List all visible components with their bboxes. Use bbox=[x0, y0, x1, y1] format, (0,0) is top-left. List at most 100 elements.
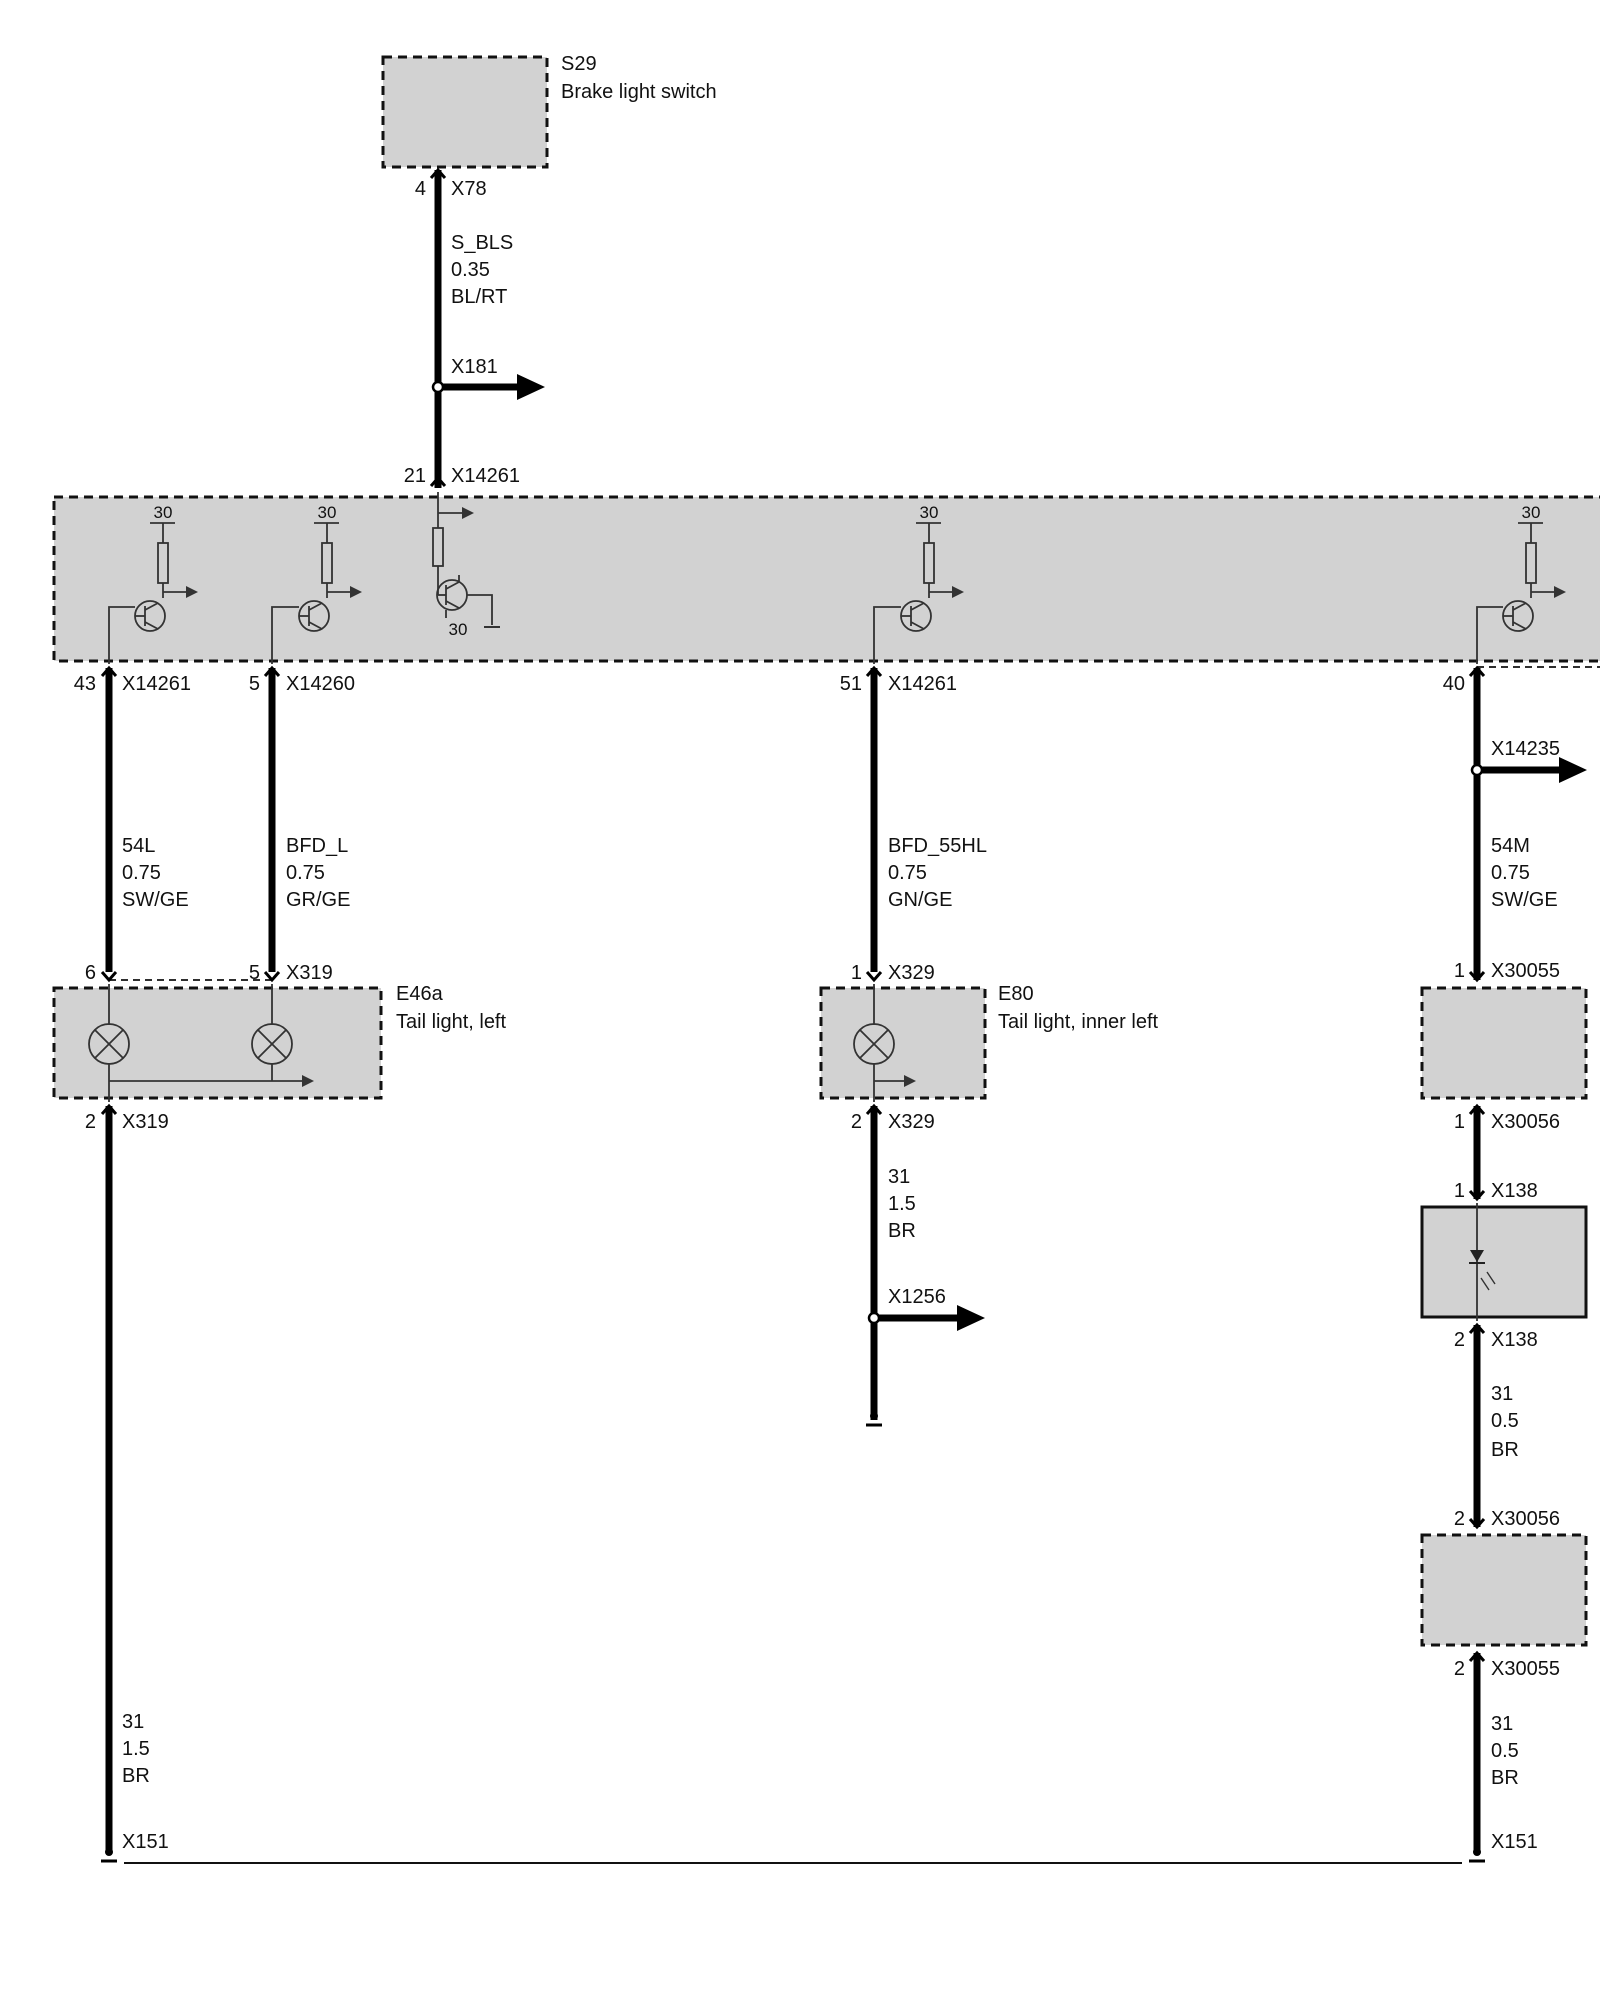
ground-label: 30 bbox=[449, 620, 468, 639]
e80-tail-light-box bbox=[819, 986, 987, 1100]
wire-label-31-center: 31 1.5 BR bbox=[888, 1166, 916, 1242]
wire-color: BL/RT bbox=[451, 286, 507, 308]
splice-x1256: X1256 bbox=[867, 1286, 985, 1331]
wire-color: BR bbox=[1491, 1767, 1519, 1789]
pin-number: 2 bbox=[851, 1111, 862, 1133]
wire-gauge: 0.5 bbox=[1491, 1740, 1519, 1762]
connector-label: X319 bbox=[286, 962, 333, 984]
ground-x151-left: X151 bbox=[101, 1831, 169, 1863]
pin-number: 40 bbox=[1443, 673, 1465, 695]
connector-label: X329 bbox=[888, 1111, 935, 1133]
pin-marks bbox=[100, 167, 1486, 1662]
wire-gauge: 1.5 bbox=[888, 1193, 916, 1215]
supply-label: 30 bbox=[1522, 503, 1541, 522]
supply-label: 30 bbox=[920, 503, 939, 522]
connector-label: X14260 bbox=[286, 673, 355, 695]
pin-number: 1 bbox=[1454, 960, 1465, 982]
bulb-icon bbox=[251, 1023, 293, 1065]
wire-color: BR bbox=[122, 1765, 150, 1787]
wire-signal: BFD_55HL bbox=[888, 835, 987, 857]
s29-switch-box bbox=[381, 55, 549, 169]
connector-label: X138 bbox=[1491, 1329, 1538, 1351]
wire-label-s-bls: S_BLS 0.35 BL/RT bbox=[451, 232, 513, 308]
pin-number: 6 bbox=[85, 962, 96, 984]
ground-x151-right: X151 bbox=[1469, 1831, 1538, 1863]
connector-label: X30055 bbox=[1491, 960, 1560, 982]
wire-color: SW/GE bbox=[122, 889, 189, 911]
ground-end-center bbox=[866, 1412, 882, 1427]
wire-label-54m: 54M 0.75 SW/GE bbox=[1491, 835, 1558, 911]
module-driver-4: 30 bbox=[1476, 503, 1566, 664]
wire-color: BR bbox=[1491, 1439, 1519, 1461]
wire-signal: S_BLS bbox=[451, 232, 513, 254]
wire-color: SW/GE bbox=[1491, 889, 1558, 911]
pin-number: 2 bbox=[1454, 1329, 1465, 1351]
control-module-box bbox=[52, 495, 1600, 663]
module-driver-3: 30 bbox=[873, 503, 964, 664]
pin-number: 21 bbox=[404, 465, 426, 487]
wire-label-31-right-lower: 31 0.5 BR bbox=[1491, 1713, 1519, 1789]
pin-number: 1 bbox=[851, 962, 862, 984]
wire-gauge: 0.5 bbox=[1491, 1410, 1519, 1432]
wire-color: GR/GE bbox=[286, 889, 350, 911]
e80-id: E80 bbox=[998, 983, 1034, 1005]
bulb-icon bbox=[853, 1023, 895, 1065]
module-driver-1: 30 bbox=[108, 503, 198, 664]
e46a-id: E46a bbox=[396, 983, 444, 1005]
wire-signal: BFD_L bbox=[286, 835, 348, 857]
pin-number: 2 bbox=[85, 1111, 96, 1133]
wire-color: BR bbox=[888, 1220, 916, 1242]
pin-number: 2 bbox=[1454, 1508, 1465, 1530]
wire-color: GN/GE bbox=[888, 889, 952, 911]
connector-label: X14261 bbox=[451, 465, 520, 487]
pin-number: 1 bbox=[1454, 1111, 1465, 1133]
wire-label-31-right-upper: 31 0.5 BR bbox=[1491, 1383, 1519, 1461]
pin-number: 4 bbox=[415, 178, 426, 200]
wire-signal: 54L bbox=[122, 835, 155, 857]
connector-label: X30055 bbox=[1491, 1658, 1560, 1680]
wire-label-bfd-l: BFD_L 0.75 GR/GE bbox=[286, 835, 350, 911]
e80-name: Tail light, inner left bbox=[998, 1011, 1159, 1033]
wire-gauge: 0.35 bbox=[451, 259, 490, 281]
connector-label: X329 bbox=[888, 962, 935, 984]
wire-label-bfd-55hl: BFD_55HL 0.75 GN/GE bbox=[888, 835, 987, 911]
connector-label: X78 bbox=[451, 178, 487, 200]
splice-x14235: X14235 bbox=[1470, 738, 1587, 783]
splice-label: X181 bbox=[451, 356, 498, 378]
pin-number: 5 bbox=[249, 962, 260, 984]
splice-x181: X181 bbox=[431, 356, 545, 400]
module-input-stage: 30 bbox=[432, 492, 500, 639]
wire-signal: 31 bbox=[122, 1711, 144, 1733]
wire-gauge: 0.75 bbox=[286, 862, 325, 884]
splice-label: X14235 bbox=[1491, 738, 1560, 760]
pin-number: 2 bbox=[1454, 1658, 1465, 1680]
wire-gauge: 0.75 bbox=[888, 862, 927, 884]
wire-signal: 31 bbox=[1491, 1713, 1513, 1735]
wire-gauge: 0.75 bbox=[122, 862, 161, 884]
module-driver-2: 30 bbox=[271, 503, 362, 664]
wire-signal: 31 bbox=[888, 1166, 910, 1188]
pin-number: 1 bbox=[1454, 1180, 1465, 1202]
pin-number: 5 bbox=[249, 673, 260, 695]
connector-label: X138 bbox=[1491, 1180, 1538, 1202]
wire-gauge: 1.5 bbox=[122, 1738, 150, 1760]
wire-label-31-left: 31 1.5 BR bbox=[122, 1711, 150, 1787]
wire-signal: 54M bbox=[1491, 835, 1530, 857]
connector-label: X14261 bbox=[888, 673, 957, 695]
connector-label: X319 bbox=[122, 1111, 169, 1133]
ground-label: X151 bbox=[122, 1831, 169, 1853]
wire-label-54l: 54L 0.75 SW/GE bbox=[122, 835, 189, 911]
led-light-box bbox=[1420, 1205, 1588, 1319]
pin-number: 43 bbox=[74, 673, 96, 695]
pin-number: 51 bbox=[840, 673, 862, 695]
supply-label: 30 bbox=[318, 503, 337, 522]
supply-label: 30 bbox=[154, 503, 173, 522]
e46a-internals bbox=[108, 984, 314, 1102]
connector-label: X14261 bbox=[122, 673, 191, 695]
s29-id: S29 bbox=[561, 53, 597, 75]
bulb-icon bbox=[88, 1023, 130, 1065]
led-icon bbox=[1469, 1203, 1496, 1321]
ground-label: X151 bbox=[1491, 1831, 1538, 1853]
